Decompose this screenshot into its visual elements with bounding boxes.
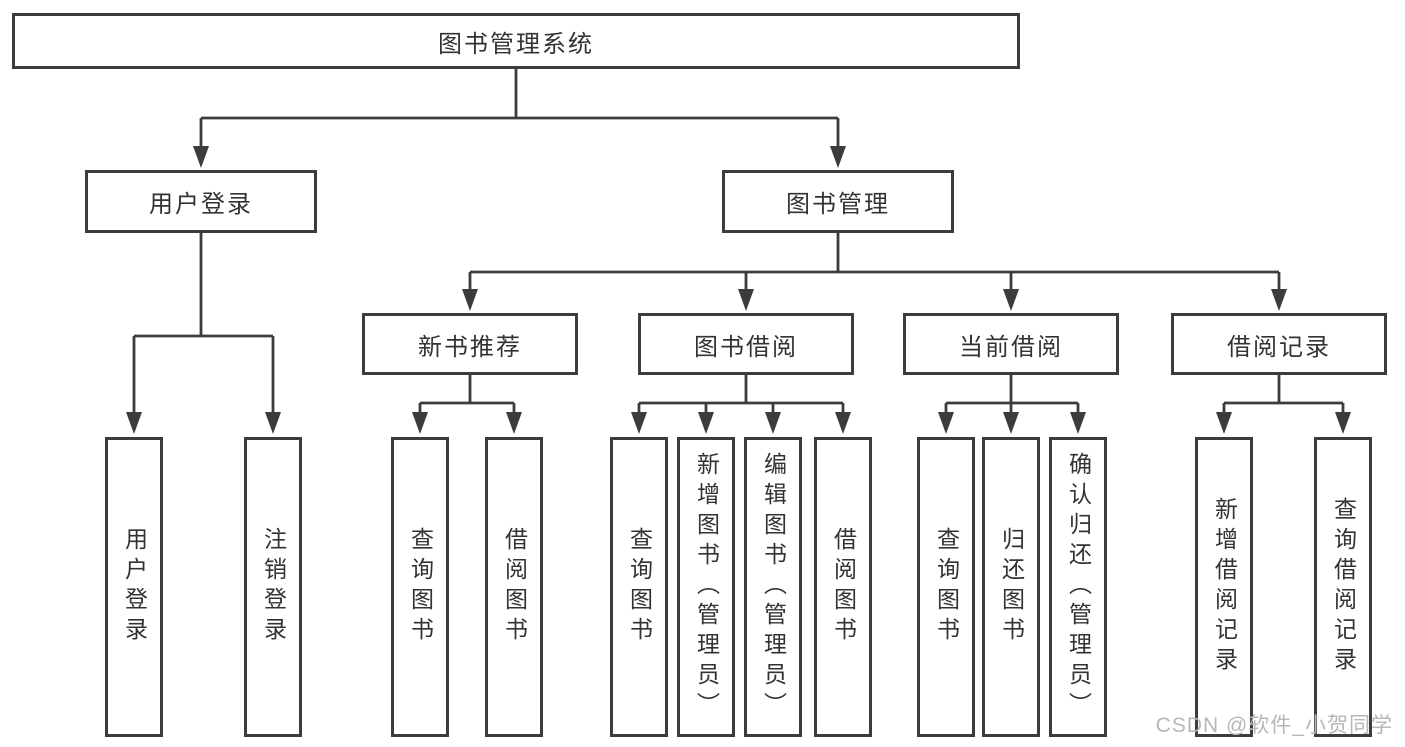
leaf-query-books-recommend: 查询图书: [391, 437, 449, 737]
leaf-user-login: 用户登录: [105, 437, 163, 737]
leaf-edit-books-admin: 编辑图书（管理员）: [744, 437, 802, 737]
leaf-add-borrow-record: 新增借阅记录: [1195, 437, 1253, 737]
node-book-management: 图书管理: [722, 170, 954, 233]
node-library-system: 图书管理系统: [12, 13, 1020, 69]
leaf-borrow-books-recommend: 借阅图书: [485, 437, 543, 737]
node-book-borrowing: 图书借阅: [638, 313, 854, 375]
node-borrow-records: 借阅记录: [1171, 313, 1387, 375]
node-new-book-recommend: 新书推荐: [362, 313, 578, 375]
leaf-logout-login: 注销登录: [244, 437, 302, 737]
node-user-login: 用户登录: [85, 170, 317, 233]
leaf-query-books-borrow: 查询图书: [610, 437, 668, 737]
leaf-query-borrow-record: 查询借阅记录: [1314, 437, 1372, 737]
leaf-confirm-return-admin: 确认归还（管理员）: [1049, 437, 1107, 737]
leaf-borrow-books-borrow: 借阅图书: [814, 437, 872, 737]
leaf-add-books-admin: 新增图书（管理员）: [677, 437, 735, 737]
arrowhead-icons: [126, 146, 1351, 434]
leaf-query-books-current: 查询图书: [917, 437, 975, 737]
csdn-watermark: CSDN @软件_小贺同学: [1155, 714, 1393, 737]
node-current-borrowing: 当前借阅: [903, 313, 1119, 375]
leaf-return-books: 归还图书: [982, 437, 1040, 737]
